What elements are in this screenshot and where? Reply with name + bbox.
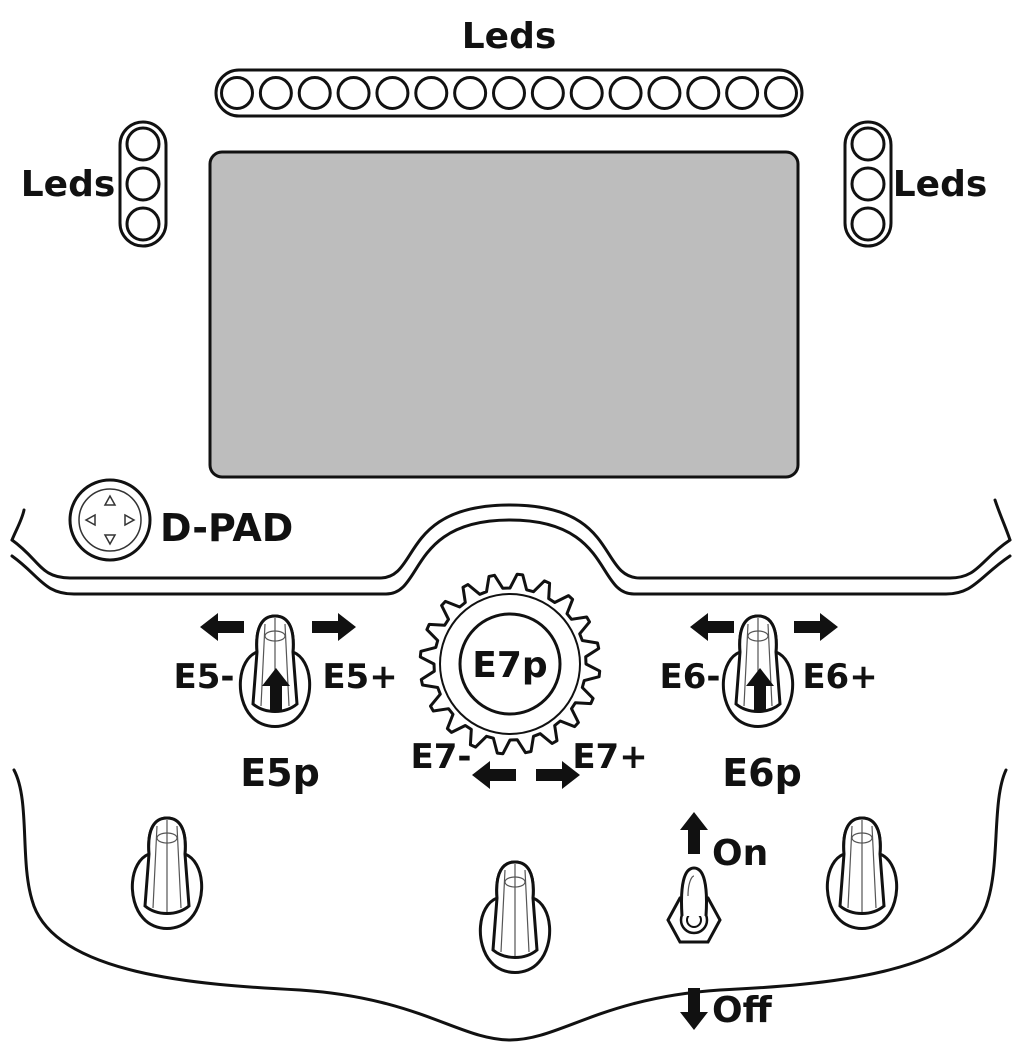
e5-minus-label: E5- <box>174 657 235 697</box>
e5-push-label: E5p <box>240 751 320 795</box>
led-top <box>530 76 565 110</box>
led-top <box>686 76 721 110</box>
led-right <box>850 126 886 162</box>
led-strip-top <box>214 68 804 118</box>
switch-off-label: Off <box>712 990 773 1031</box>
e7-right-arrow-icon <box>536 761 580 789</box>
switch-on-arrow-icon <box>680 812 708 854</box>
e6-left-arrow-icon <box>690 613 734 641</box>
led-right <box>850 166 886 202</box>
led-top <box>569 76 604 110</box>
led-left <box>125 206 161 242</box>
led-top <box>453 76 488 110</box>
e5-left-arrow-icon <box>200 613 244 641</box>
bottom-left-knob-icon[interactable] <box>130 816 204 930</box>
leds-top-label: Leds <box>462 16 557 57</box>
switch-off-arrow-icon <box>680 988 708 1030</box>
leds-left-label: Leds <box>21 164 116 205</box>
led-top <box>764 76 798 110</box>
e6-plus-label: E6+ <box>802 657 877 697</box>
e5-plus-label: E5+ <box>322 657 397 697</box>
switch-on-label: On <box>712 833 768 874</box>
led-left <box>125 166 161 202</box>
top-leds <box>220 76 798 110</box>
display-screen <box>208 150 800 479</box>
led-top <box>258 76 293 110</box>
led-top <box>647 76 682 110</box>
e6-push-label: E6p <box>722 751 802 795</box>
e7-minus-label: E7- <box>411 737 472 777</box>
e6-minus-label: E6- <box>660 657 721 697</box>
led-top <box>220 76 254 110</box>
right-leds <box>850 126 886 242</box>
led-top <box>492 76 526 110</box>
led-top <box>414 76 449 110</box>
e5-right-arrow-icon <box>312 613 356 641</box>
led-top <box>375 76 410 110</box>
toggle-switch-icon[interactable] <box>666 866 722 944</box>
bottom-center-knob-icon[interactable] <box>478 860 552 974</box>
e7-plus-label: E7+ <box>572 737 647 777</box>
led-top <box>336 76 371 110</box>
led-top <box>608 76 643 110</box>
left-leds <box>125 126 161 242</box>
led-column-right <box>843 120 893 248</box>
leds-right-label: Leds <box>893 164 988 205</box>
led-column-left <box>118 120 168 248</box>
dpad-icon[interactable] <box>68 478 152 562</box>
led-top <box>725 76 760 110</box>
e7-left-arrow-icon <box>472 761 516 789</box>
bottom-right-knob-icon[interactable] <box>825 816 899 930</box>
dpad-label: D-PAD <box>160 506 293 550</box>
e7-push-label: E7p <box>472 645 547 686</box>
housing-upper-edge <box>10 498 1012 596</box>
gear-wheel-icon[interactable] <box>418 572 602 756</box>
led-top <box>297 76 332 110</box>
e6-right-arrow-icon <box>794 613 838 641</box>
e6-push-arrow-icon <box>746 668 774 712</box>
e5-push-arrow-icon <box>262 668 290 712</box>
led-left <box>125 126 161 162</box>
led-right <box>850 206 886 242</box>
housing-lower-edge <box>12 768 1008 1042</box>
